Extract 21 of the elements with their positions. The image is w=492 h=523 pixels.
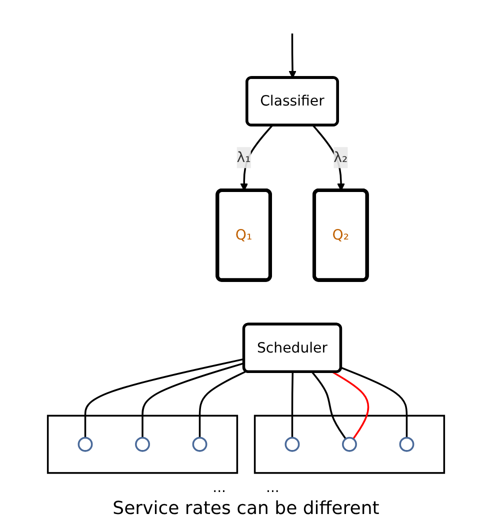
cluster: [254, 414, 446, 474]
ellipsis-text: ...: [266, 480, 280, 496]
cluster: [46, 414, 238, 474]
connector: [84, 358, 244, 438]
node-circle: [342, 436, 357, 452]
connector: [291, 372, 294, 438]
connector: [142, 362, 244, 438]
node-circle: [192, 436, 208, 452]
connector: [198, 370, 247, 438]
connector: [340, 366, 408, 438]
edge-label: λ₂: [334, 148, 348, 166]
node-circle: [78, 436, 93, 452]
caption: Service rates can be different: [112, 498, 380, 519]
arrow: [288, 33, 296, 78]
ellipsis-text: ...: [212, 480, 226, 496]
connector: [311, 372, 346, 440]
edge-label: λ₁: [236, 148, 251, 166]
node-circle: [135, 436, 150, 452]
node-circle: [284, 436, 300, 452]
node-circle: [399, 436, 414, 452]
connector: [332, 371, 370, 440]
